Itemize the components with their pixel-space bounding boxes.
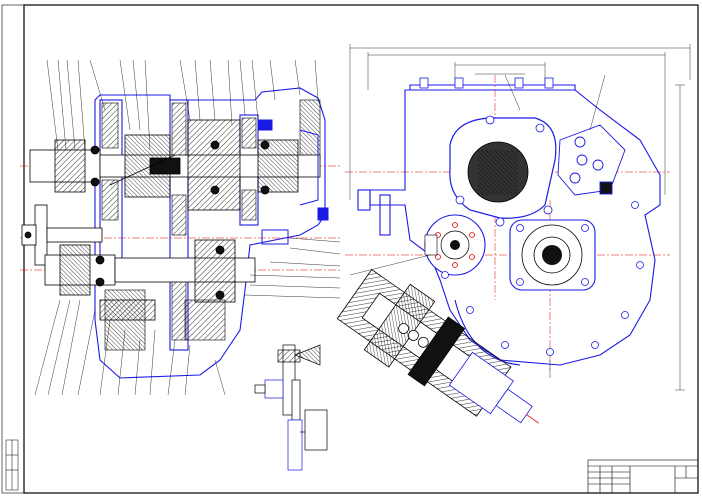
output-flange-right	[509, 219, 596, 291]
leader-lines-bottom	[34, 299, 226, 396]
right-end-cap	[257, 119, 329, 245]
upper-cover	[449, 115, 557, 227]
title-block	[587, 459, 699, 494]
sheet-frame	[23, 4, 699, 494]
section-view-valve	[254, 344, 328, 471]
valve-block	[557, 124, 626, 196]
leader-lines-top	[46, 59, 319, 151]
left-binding-strip	[5, 439, 19, 491]
upper-shaft	[29, 119, 321, 211]
dimension-lines	[349, 44, 691, 391]
top-flange-bolts	[419, 77, 554, 89]
perimeter-bolts	[441, 201, 644, 356]
gearbox-section-view	[20, 59, 341, 396]
section-view-diagonal	[336, 268, 540, 424]
sheet-margin	[1, 4, 699, 494]
housing-end-view	[345, 44, 691, 391]
leader-lines-right	[244, 237, 341, 299]
end-view-leaders	[349, 74, 606, 378]
output-flange-left	[424, 214, 486, 276]
left-flange	[21, 204, 103, 266]
lower-shaft	[44, 239, 256, 321]
